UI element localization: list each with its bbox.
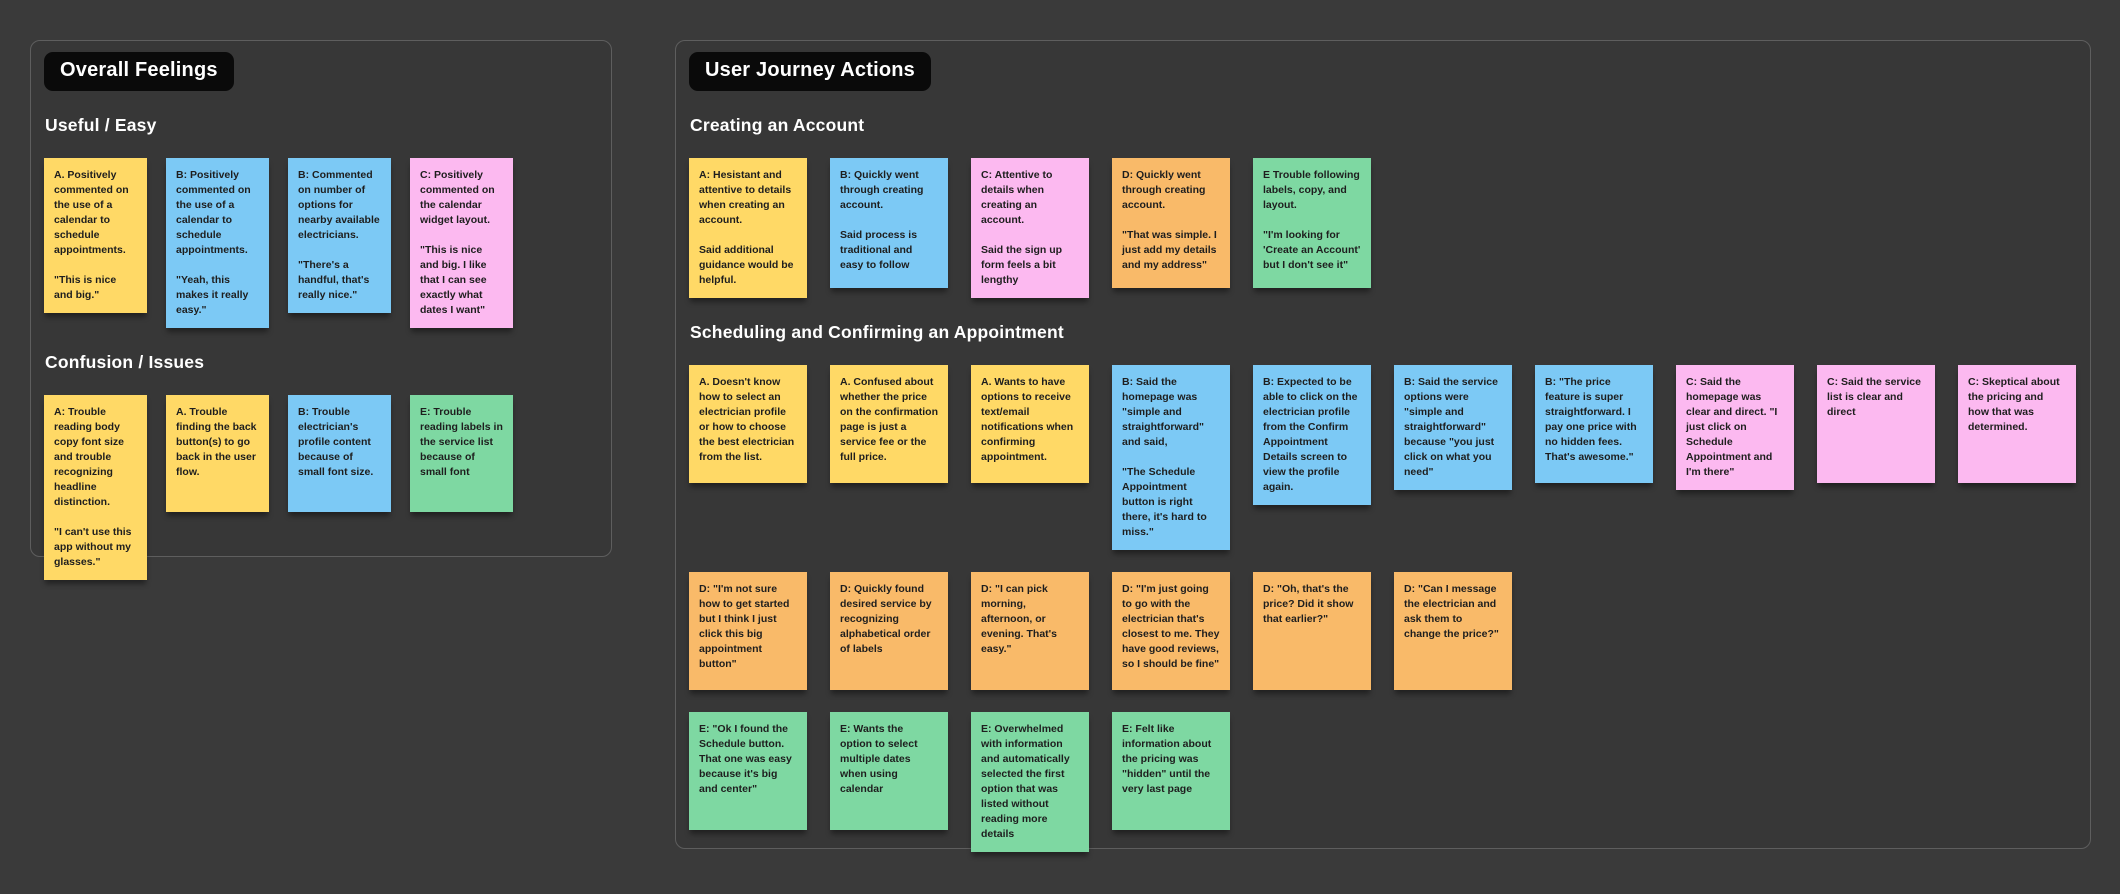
sticky-note[interactable]: B: Trouble electrician's profile content…: [288, 395, 391, 512]
section-frame-user-journey-actions: User Journey Actions Creating an Account…: [675, 40, 2091, 852]
section-frame-overall-feelings: Overall Feelings Useful / Easy A. Positi…: [30, 40, 612, 580]
note-row-useful-easy: A. Positively commented on the use of a …: [44, 158, 601, 328]
sticky-note[interactable]: C: Skeptical about the pricing and how t…: [1958, 365, 2076, 483]
sticky-note[interactable]: E: Felt like information about the prici…: [1112, 712, 1230, 830]
sticky-note[interactable]: E Trouble following labels, copy, and la…: [1253, 158, 1371, 288]
section-title: User Journey Actions: [705, 59, 915, 81]
sticky-note[interactable]: C: Said the service list is clear and di…: [1817, 365, 1935, 483]
sticky-note[interactable]: A: Trouble reading body copy font size a…: [44, 395, 147, 580]
note-row-scheduling-e: E: "Ok I found the Schedule button. That…: [689, 712, 2080, 852]
sticky-note[interactable]: A. Trouble finding the back button(s) to…: [166, 395, 269, 512]
section-title: Overall Feelings: [60, 59, 218, 81]
sticky-note[interactable]: A. Confused about whether the price on t…: [830, 365, 948, 483]
sticky-note[interactable]: B: Commented on number of options for ne…: [288, 158, 391, 313]
section-title-chip[interactable]: Overall Feelings: [44, 52, 234, 91]
sticky-note[interactable]: A. Positively commented on the use of a …: [44, 158, 147, 313]
sticky-note[interactable]: B: "The price feature is super straightf…: [1535, 365, 1653, 483]
section-title-chip[interactable]: User Journey Actions: [689, 52, 931, 91]
sticky-note[interactable]: D: "I'm just going to go with the electr…: [1112, 572, 1230, 690]
note-row-scheduling-abc: A. Doesn't know how to select an electri…: [689, 365, 2080, 550]
sticky-note[interactable]: A. Doesn't know how to select an electri…: [689, 365, 807, 483]
sticky-note[interactable]: A: Hesistant and attentive to details wh…: [689, 158, 807, 298]
sticky-note[interactable]: D: "Can I message the electrician and as…: [1394, 572, 1512, 690]
sticky-note[interactable]: E: Trouble reading labels in the service…: [410, 395, 513, 512]
sticky-note[interactable]: D: Quickly found desired service by reco…: [830, 572, 948, 690]
sticky-note[interactable]: E: Wants the option to select multiple d…: [830, 712, 948, 830]
sticky-note[interactable]: D: Quickly went through creating account…: [1112, 158, 1230, 288]
sticky-note[interactable]: B: Said the homepage was "simple and str…: [1112, 365, 1230, 550]
sticky-note[interactable]: C: Positively commented on the calendar …: [410, 158, 513, 328]
group-heading-useful-easy[interactable]: Useful / Easy: [45, 115, 157, 135]
sticky-note[interactable]: E: Overwhelmed with information and auto…: [971, 712, 1089, 852]
sticky-note[interactable]: D: "I'm not sure how to get started but …: [689, 572, 807, 690]
sticky-note[interactable]: B: Expected to be able to click on the e…: [1253, 365, 1371, 505]
sticky-note[interactable]: B: Said the service options were "simple…: [1394, 365, 1512, 490]
group-heading-scheduling-confirming[interactable]: Scheduling and Confirming an Appointment: [690, 322, 1064, 342]
sticky-note[interactable]: B: Positively commented on the use of a …: [166, 158, 269, 328]
note-row-confusion-issues: A: Trouble reading body copy font size a…: [44, 395, 601, 580]
sticky-note[interactable]: C: Attentive to details when creating an…: [971, 158, 1089, 298]
note-row-scheduling-d: D: "I'm not sure how to get started but …: [689, 572, 2080, 690]
sticky-note[interactable]: E: "Ok I found the Schedule button. That…: [689, 712, 807, 830]
sticky-note[interactable]: A. Wants to have options to receive text…: [971, 365, 1089, 483]
note-row-creating-account: A: Hesistant and attentive to details wh…: [689, 158, 2080, 298]
sticky-note[interactable]: B: Quickly went through creating account…: [830, 158, 948, 288]
group-heading-confusion-issues[interactable]: Confusion / Issues: [45, 352, 205, 372]
group-heading-creating-account[interactable]: Creating an Account: [690, 115, 865, 135]
sticky-note[interactable]: D: "Oh, that's the price? Did it show th…: [1253, 572, 1371, 690]
sticky-note[interactable]: C: Said the homepage was clear and direc…: [1676, 365, 1794, 490]
sticky-note[interactable]: D: "I can pick morning, afternoon, or ev…: [971, 572, 1089, 690]
